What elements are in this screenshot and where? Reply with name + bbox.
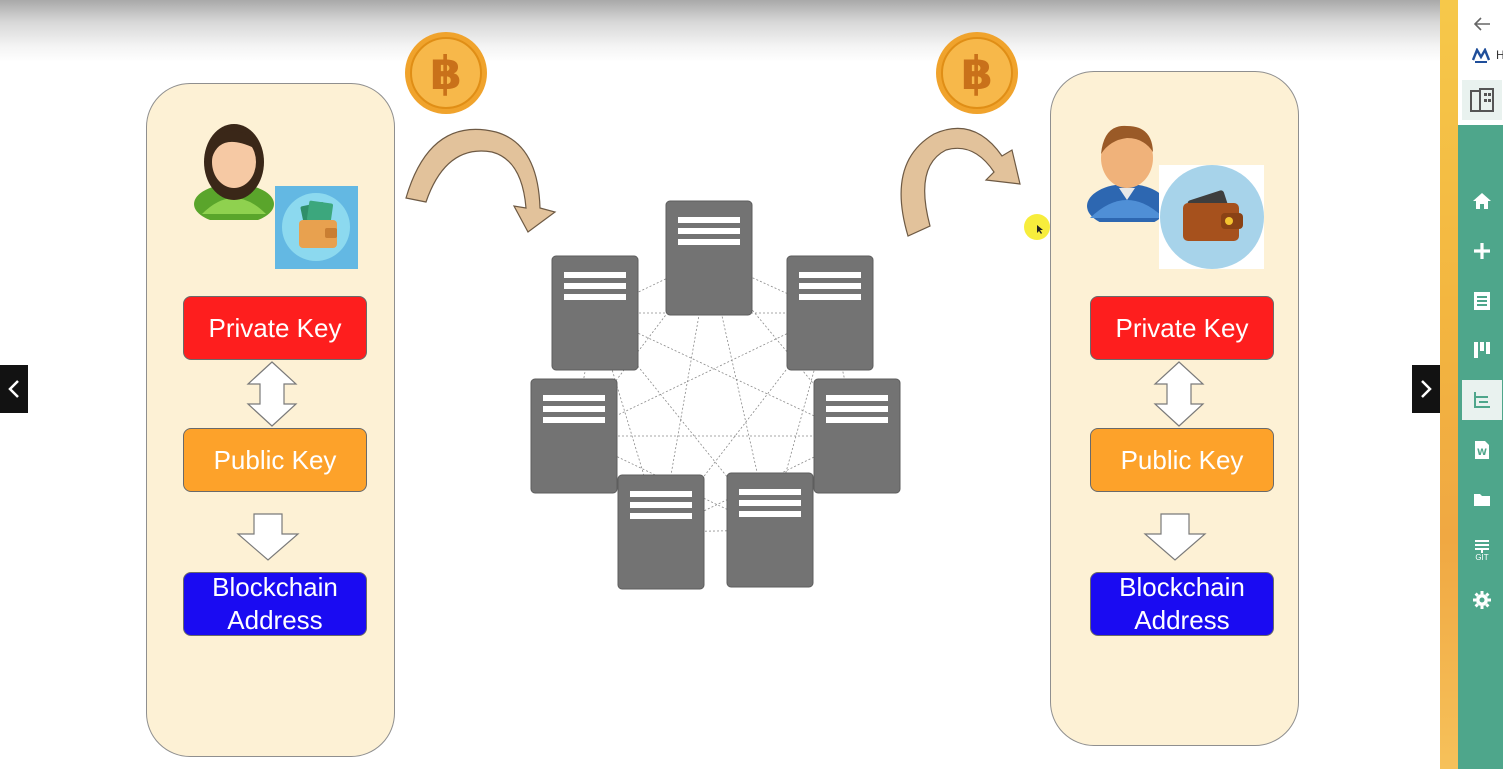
organization-button[interactable] — [1462, 80, 1502, 120]
send-curved-arrow-icon — [405, 128, 557, 233]
git-icon — [1475, 539, 1489, 553]
settings-icon — [1473, 591, 1491, 609]
right-down-arrow-icon — [1143, 513, 1207, 561]
sidebar-add-button[interactable] — [1462, 231, 1502, 271]
receive-curved-arrow-icon — [900, 127, 1021, 237]
home-icon — [1473, 193, 1491, 209]
bitcoin-coin-icon: ฿ — [936, 32, 1018, 114]
right-address-line2: Address — [1134, 605, 1230, 635]
cursor-highlight — [1024, 214, 1050, 240]
sidebar-document-button[interactable]: W — [1462, 430, 1502, 470]
left-public-key-label: Public Key — [213, 445, 337, 475]
add-icon — [1474, 243, 1490, 259]
sidebar-settings-button[interactable] — [1462, 580, 1502, 620]
bitcoin-coin-icon: ฿ — [405, 32, 487, 114]
previous-slide-button[interactable] — [0, 365, 28, 413]
male-user-icon — [1087, 125, 1167, 222]
left-blockchain-address-box: Blockchain Address — [183, 572, 367, 636]
word-doc-icon: W — [1475, 441, 1489, 459]
sidebar-outline-button[interactable] — [1462, 380, 1502, 420]
board-icon — [1474, 342, 1490, 358]
left-private-key-label: Private Key — [208, 313, 342, 343]
wallet-icon — [1159, 165, 1264, 269]
folder-icon — [1474, 494, 1490, 506]
right-private-key-box: Private Key — [1090, 296, 1274, 360]
sidebar-list-button[interactable] — [1462, 281, 1502, 321]
network-node-icon — [665, 200, 753, 316]
git-label: GIT — [1475, 552, 1489, 562]
left-address-line2: Address — [227, 605, 323, 635]
list-icon — [1474, 292, 1490, 310]
svg-text:W: W — [1477, 448, 1487, 458]
network-link — [594, 312, 858, 437]
network-node-icon — [726, 472, 814, 588]
right-public-key-label: Public Key — [1120, 445, 1244, 475]
sidebar-home-button[interactable] — [1462, 181, 1502, 221]
chevron-right-icon — [1421, 380, 1432, 398]
sidebar-git-button[interactable]: GIT — [1462, 530, 1502, 570]
right-blockchain-address-box: Blockchain Address — [1090, 572, 1274, 636]
mouse-pointer-icon — [1037, 225, 1043, 234]
network-node-icon — [551, 255, 639, 371]
right-address-line1: Blockchain — [1119, 572, 1245, 602]
left-address-line1: Blockchain — [212, 572, 338, 602]
network-node-icon — [530, 378, 618, 494]
right-private-key-label: Private Key — [1115, 313, 1249, 343]
arrow-left-icon — [1473, 17, 1490, 31]
peer-network-diagram — [530, 200, 901, 590]
top-shade — [0, 0, 1440, 62]
svg-text:฿: ฿ — [430, 46, 462, 100]
sidebar-files-button[interactable] — [1462, 480, 1502, 520]
wallet-cash-icon — [275, 186, 358, 269]
network-node-icon — [617, 474, 705, 590]
left-bidirectional-arrow-icon — [246, 361, 298, 427]
back-button[interactable] — [1462, 4, 1502, 44]
svg-text:฿: ฿ — [961, 46, 993, 100]
app-logo-icon — [1472, 48, 1490, 63]
next-slide-button[interactable] — [1412, 365, 1440, 413]
left-down-arrow-icon — [236, 513, 300, 561]
sidebar-board-button[interactable] — [1462, 330, 1502, 370]
right-public-key-box: Public Key — [1090, 428, 1274, 492]
left-public-key-box: Public Key — [183, 428, 367, 492]
sidebar-header-text: H — [1496, 48, 1503, 62]
network-node-icon — [786, 255, 874, 371]
network-node-icon — [813, 378, 901, 494]
window-edge-strip — [1440, 0, 1458, 769]
female-user-icon — [194, 124, 274, 220]
left-private-key-box: Private Key — [183, 296, 367, 360]
right-bidirectional-arrow-icon — [1153, 361, 1205, 427]
building-icon — [1470, 88, 1494, 112]
outline-icon — [1474, 392, 1490, 408]
chevron-left-icon — [8, 380, 19, 398]
